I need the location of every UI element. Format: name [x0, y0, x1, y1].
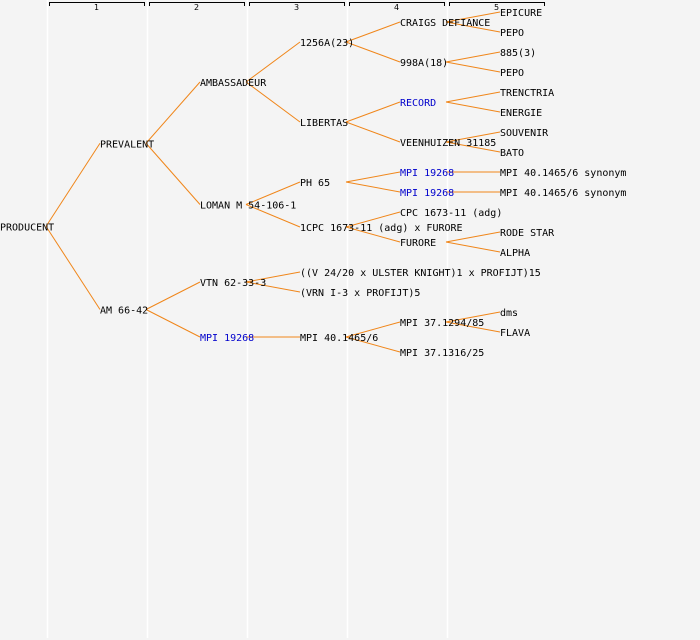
pedigree-edge: [345, 121, 401, 143]
pedigree-edge: [445, 141, 501, 153]
pedigree-edge: [445, 321, 501, 333]
level-ruler: 1 2 3 4 5: [49, 2, 545, 12]
ruler-level-label: 2: [194, 3, 199, 12]
pedigree-node: RODE STAR: [500, 228, 555, 239]
pedigree-node: EPICURE: [500, 8, 542, 19]
pedigree-node: VEENHUIZEN 31185: [400, 138, 496, 149]
pedigree-edge: [445, 131, 501, 143]
ruler-bracket: [49, 2, 145, 6]
pedigree-edge: [245, 281, 301, 293]
pedigree-edge: [345, 211, 401, 228]
pedigree-node: TRENCTRIA: [500, 88, 554, 99]
pedigree-node: MPI 37.1316/25: [400, 348, 484, 359]
pedigree-edge: [445, 91, 501, 103]
pedigree-edge: [445, 51, 501, 63]
pedigree-node: PEPO: [500, 68, 524, 79]
ruler-bracket: [449, 2, 545, 6]
pedigree-node: PH 65: [300, 178, 330, 189]
pedigree-node-link[interactable]: MPI 19268: [400, 168, 454, 179]
pedigree-node: MPI 40.1465/6 synonym: [500, 188, 626, 199]
pedigree-node: SOUVENIR: [500, 128, 549, 139]
ruler-level-label: 3: [294, 3, 299, 12]
ruler-bracket: [149, 2, 245, 6]
pedigree-node: MPI 37.1294/85: [400, 318, 484, 329]
pedigree-node: FLAVA: [500, 328, 530, 339]
pedigree-edge: [445, 61, 501, 73]
pedigree-edge: [345, 336, 401, 353]
pedigree-edge: [445, 231, 501, 243]
pedigree-edge: [445, 311, 501, 323]
pedigree-edge: [245, 204, 301, 228]
pedigree-node: VTN 62-33-3: [200, 278, 266, 289]
pedigree-edge: [145, 281, 201, 310]
tree-nodes: PRODUCENT PREVALENT AMBASSADEUR 1256A(23) CR…: [0, 8, 626, 359]
ruler-level-label: 4: [394, 3, 399, 12]
pedigree-edge: [345, 21, 401, 43]
pedigree-edge: [345, 171, 401, 183]
pedigree-node: PEPO: [500, 28, 524, 39]
pedigree-node: BATO: [500, 148, 524, 159]
pedigree-node-link[interactable]: RECORD: [400, 98, 436, 109]
pedigree-node: PRODUCENT: [0, 222, 54, 233]
pedigree-edge: [45, 142, 101, 227]
ruler-bracket: [249, 2, 345, 6]
pedigree-node: 1256A(23): [300, 38, 354, 49]
ruler-bracket: [349, 2, 445, 6]
pedigree-edge: [445, 241, 501, 253]
pedigree-node: FURORE: [400, 238, 436, 249]
pedigree-node: AM 66-42: [100, 306, 148, 317]
pedigree-node-link[interactable]: MPI 19268: [400, 188, 454, 199]
pedigree-node: LOMAN M 54-106-1: [200, 201, 296, 212]
pedigree-edge: [445, 21, 501, 33]
pedigree-edge: [345, 226, 401, 243]
pedigree-edge: [345, 181, 401, 193]
pedigree-edge: [345, 41, 401, 63]
pedigree-edge: [245, 271, 301, 283]
pedigree-edge: [445, 11, 501, 23]
pedigree-node: 885(3): [500, 48, 536, 59]
ruler-level-label: 1: [94, 3, 99, 12]
pedigree-node: 998A(18): [400, 58, 448, 69]
pedigree-edge: [345, 321, 401, 338]
tree-edges: [45, 11, 501, 353]
pedigree-node-link[interactable]: MPI 19268: [200, 333, 254, 344]
pedigree-node: dms: [500, 308, 518, 319]
pedigree-edge: [245, 81, 301, 123]
pedigree-edge: [145, 142, 201, 205]
pedigree-edge: [145, 81, 201, 144]
pedigree-edge: [45, 226, 101, 310]
pedigree-node: ENERGIE: [500, 108, 542, 119]
pedigree-edge: [345, 101, 401, 123]
pedigree-edge: [445, 101, 501, 113]
ruler-level-label: 5: [494, 3, 499, 12]
pedigree-node: LIBERTAS: [300, 118, 348, 129]
pedigree-node: CPC 1673-11 (adg): [400, 208, 502, 219]
pedigree-node: MPI 40.1465/6: [300, 333, 378, 344]
pedigree-node: ALPHA: [500, 248, 530, 259]
pedigree-node: CRAIGS DEFIANCE: [400, 18, 490, 29]
pedigree-node: MPI 40.1465/6 synonym: [500, 168, 626, 179]
pedigree-node: AMBASSADEUR: [200, 78, 267, 89]
pedigree-node: PREVALENT: [100, 139, 154, 150]
pedigree-node: ((V 24/20 x ULSTER KNIGHT)1 x PROFIJT)15: [300, 268, 541, 279]
pedigree-edge: [245, 41, 301, 83]
pedigree-node: (VRN I-3 x PROFIJT)5: [300, 288, 420, 299]
pedigree-node: 1CPC 1673-11 (adg) x FURORE: [300, 223, 463, 234]
pedigree-edge: [245, 181, 301, 205]
column-separators: [46, 0, 449, 638]
pedigree-edge: [145, 309, 201, 338]
